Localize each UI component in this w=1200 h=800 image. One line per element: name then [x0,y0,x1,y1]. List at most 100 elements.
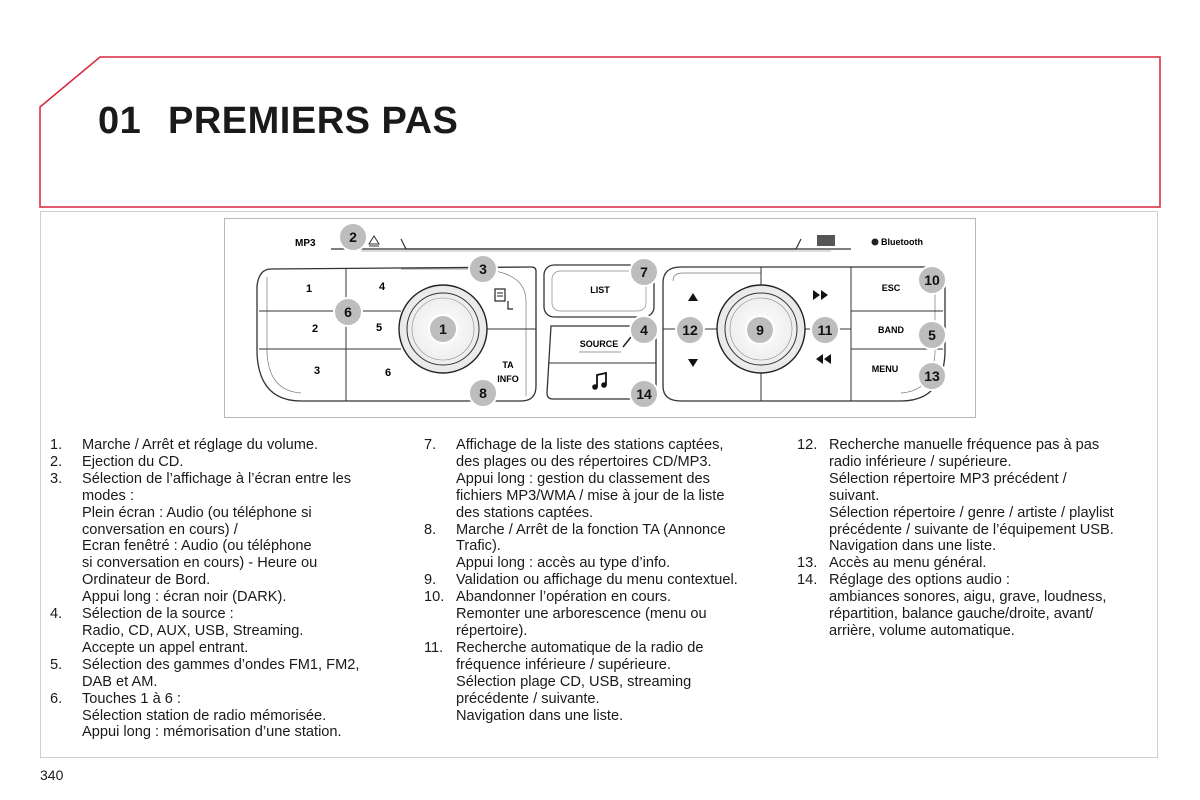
callout-circle [333,297,363,327]
legend-item-line: Sélection répertoire / genre / artiste /… [829,504,1114,521]
preset-4-button[interactable]: 4 [379,281,386,293]
legend-item-number: 2. [50,453,63,470]
callout-badge: 12 [675,315,705,345]
callout-badge: 3 [468,254,498,284]
callout-badge: 7 [629,257,659,287]
left-button-block [256,266,537,402]
legend-item-number: 1. [50,437,63,453]
legend-item-line: précédente / suivante. [456,690,600,707]
callout-number: 3 [479,261,487,277]
callout-circle [428,314,458,344]
legend-item: 3.Sélection de l’affichage à l’écran ent… [50,471,359,606]
callout-badge: 11 [810,315,840,345]
legend-item: 9.Validation ou affichage du menu contex… [424,572,738,589]
preset-3-button[interactable]: 3 [314,365,320,377]
callout-circle [468,254,498,284]
display-mode-icon[interactable] [494,288,513,310]
callout-circle [629,315,659,345]
legend-column-3: 12.Recherche manuelle fréquence pas à pa… [797,437,1114,640]
preset-5-button[interactable]: 5 [376,322,382,334]
callout-number: 4 [640,322,648,338]
legend-item-line: Touches 1 à 6 : [82,690,181,707]
legend-item: 2. Ejection du CD. [50,454,359,471]
callout-circle [917,320,947,350]
preset-2-button[interactable]: 2 [312,323,318,335]
disc-logo-icon [817,235,835,246]
legend-item: 7.Affichage de la liste des stations cap… [424,437,738,522]
legend-item: 8.Marche / Arrêt de la fonction TA (Anno… [424,522,738,573]
callout-circle [629,379,659,409]
callout-number: 10 [924,272,940,288]
radio-panel-illustration: MP3 Bluetooth 1 4 2 5 3 6 TA [224,218,976,418]
rewind-icon[interactable] [816,354,831,364]
legend-item: 10.Abandonner l’opération en cours.Remon… [424,589,738,640]
band-button[interactable]: BAND [878,325,904,335]
callout-number: 14 [636,386,652,402]
legend-item-line: Recherche manuelle fréquence pas à pas [829,437,1100,453]
callout-badge: 14 [629,379,659,409]
ta-button[interactable]: TA [502,360,514,370]
legend-item: 13.Accès au menu général. [797,555,1114,572]
callout-circle [810,315,840,345]
arrow-down-icon[interactable] [688,359,698,367]
radio-panel-drawing: MP3 Bluetooth 1 4 2 5 3 6 TA [256,222,947,409]
callout-badge: 10 [917,265,947,295]
mp3-label: MP3 [295,238,316,249]
legend-item-line: modes : [82,487,134,504]
preset-1-button[interactable]: 1 [306,283,312,295]
chapter-header-frame [39,56,1161,208]
legend-item-number: 6. [50,690,63,707]
legend-item-line: Sélection plage CD, USB, streaming [456,673,692,690]
legend-column-2: 7.Affichage de la liste des stations cap… [424,437,738,724]
legend-item-line: Plein écran : Audio (ou téléphone si [82,504,312,521]
callout-number: 1 [439,321,447,337]
callout-number: 13 [924,368,940,384]
info-button[interactable]: INFO [497,374,519,384]
legend-column-1: 1.Marche / Arrêt et réglage du volume.2.… [50,437,359,741]
cd-slot [400,238,802,250]
legend-item-number: 13. [797,555,818,572]
callout-number: 8 [479,385,487,401]
legend-item-line: Ejection du CD. [82,453,184,470]
legend-item-line: Validation ou affichage du menu contextu… [456,572,738,589]
legend-item-line: précédente / suivante de l’équipement US… [829,521,1114,538]
legend-item-line: fréquence inférieure / supérieure. [456,656,671,673]
legend-item-line: Appui long : écran noir (DARK). [82,589,287,606]
legend-item-line: des plages ou des répertoires CD/MP3. [456,453,712,470]
bluetooth-icon [871,238,879,246]
list-button[interactable] [543,264,655,318]
callout-badge: 8 [468,378,498,408]
callout-circle [468,378,498,408]
esc-button[interactable]: ESC [882,283,901,293]
legend-item-number: 5. [50,656,63,673]
legend-item-line: Radio, CD, AUX, USB, Streaming. [82,622,304,639]
callout-circle [917,361,947,391]
arrow-up-icon[interactable] [688,293,698,301]
legend-item-number: 3. [50,470,63,487]
legend-item-number: 4. [50,606,63,623]
legend-item-line: Trafic). [456,538,501,555]
legend-item-line: fichiers MP3/WMA / mise à jour de la lis… [456,487,725,504]
fast-forward-icon[interactable] [813,290,828,300]
legend-item-line: Sélection des gammes d’ondes FM1, FM2, [82,656,360,673]
callout-number: 11 [818,322,833,338]
menu-button[interactable]: MENU [872,364,899,374]
preset-6-button[interactable]: 6 [385,367,391,379]
legend-item-line: répertoire). [456,622,528,639]
callout-circle [745,315,775,345]
callout-circle [338,222,368,252]
legend-item: 4.Sélection de la source :Radio, CD, AUX… [50,606,359,657]
music-note-icon[interactable] [592,371,607,390]
callout-badge: 1 [428,314,458,344]
legend-item-line: Accepte un appel entrant. [82,639,249,656]
callout-number: 7 [640,264,648,280]
legend-item-line: Remonter une arborescence (menu ou [456,606,707,623]
source-button[interactable] [546,325,657,400]
callout-number: 2 [349,229,357,245]
legend-item-line: si conversation en cours) - Heure ou [82,555,318,572]
chapter-number: 01 [98,100,142,142]
page-number: 340 [40,767,64,783]
legend-item-line: Sélection répertoire MP3 précédent / [829,470,1067,487]
